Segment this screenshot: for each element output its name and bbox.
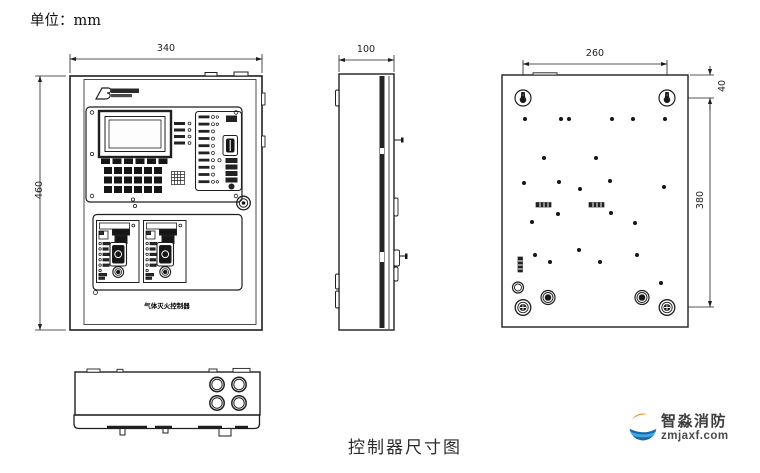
mounting-keyhole-left — [514, 89, 532, 107]
release-module-1 — [95, 219, 140, 284]
rear-latch — [393, 249, 400, 267]
dim-label-460: 460 — [34, 180, 45, 200]
cable-grommet-right — [634, 289, 650, 306]
speaker-grille — [171, 171, 185, 185]
bottom-outline — [74, 371, 261, 416]
side-latch-bump-1 — [261, 92, 266, 106]
dim-label-40: 40 — [717, 79, 728, 93]
door-edge-band — [379, 76, 385, 328]
dim-label-380: 380 — [695, 190, 706, 210]
function-key-row — [101, 158, 168, 164]
brand-logo-mark — [94, 87, 139, 100]
led-indicator-block — [194, 110, 243, 192]
foot-3 — [218, 428, 232, 437]
release-module-2 — [142, 219, 187, 284]
latch-pin — [399, 253, 408, 259]
front-door-outline — [83, 79, 257, 325]
bottom-screw-right — [658, 299, 676, 316]
key-switch — [222, 135, 238, 156]
front-height-dimension — [35, 75, 66, 331]
dim-label-260: 260 — [585, 48, 605, 59]
hinge-2 — [335, 273, 340, 290]
upper-pin — [394, 137, 404, 143]
hinge-3 — [335, 290, 340, 309]
door-bottom-edge — [73, 414, 261, 430]
rear-tab-1 — [393, 197, 399, 217]
release-module-inset — [92, 213, 243, 291]
front-width-dimension — [69, 54, 263, 73]
back-panel-holes — [522, 117, 667, 285]
back-top-bump — [532, 72, 558, 76]
top-hinge-bump-2 — [233, 71, 249, 77]
top-hinge-bump-1 — [204, 72, 218, 77]
status-label-rows — [174, 121, 192, 145]
front-panel-title: 气体灭火控制器 — [144, 303, 190, 310]
panel-screws — [89, 110, 239, 295]
cable-slots — [517, 202, 605, 273]
back-panel-outline — [501, 74, 689, 328]
cable-entry-knockouts — [209, 376, 247, 411]
side-cabinet-outline — [338, 73, 395, 331]
foot-2 — [162, 428, 169, 434]
dim-label-100: 100 — [356, 44, 376, 55]
dim-label-340: 340 — [156, 43, 176, 54]
door-lock — [236, 195, 251, 211]
logo-website-text: zmjaxf.com — [661, 430, 729, 442]
buzzer-dot — [228, 183, 235, 190]
bottom-ring — [511, 281, 525, 294]
foot-1 — [119, 428, 126, 436]
bottom-screw-left — [514, 299, 532, 316]
side-view — [335, 55, 408, 331]
unit-label: 单位：mm — [30, 13, 101, 29]
ground-label-block — [226, 115, 237, 122]
back-view — [501, 60, 714, 328]
site-logo: 智淼消防 zmjaxf.com — [629, 413, 754, 447]
rear-tab-2 — [393, 266, 399, 282]
keypad-grid — [104, 167, 162, 193]
cable-grommet-left — [540, 289, 556, 306]
hinge-1 — [335, 89, 340, 107]
side-depth-dimension — [338, 55, 395, 72]
mounting-keyhole-right — [658, 89, 676, 107]
bottom-view — [73, 367, 261, 437]
front-view — [35, 54, 266, 331]
led-button-column — [225, 158, 238, 183]
side-latch-bump-2 — [261, 135, 266, 148]
drawing-caption: 控制器尺寸图 — [348, 438, 462, 458]
lcd-display — [97, 109, 173, 159]
zhimiao-logo-icon — [629, 413, 657, 441]
logo-brand-text: 智淼消防 — [661, 413, 728, 430]
